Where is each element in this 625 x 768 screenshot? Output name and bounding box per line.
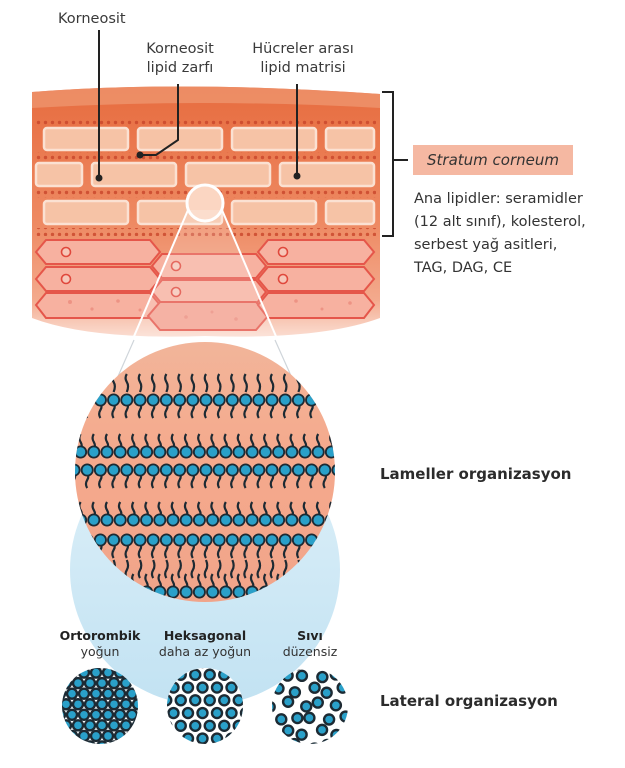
stratum-bracket (382, 92, 408, 236)
lipids-line3: serbest yağ asitleri, (414, 234, 586, 257)
label-envelope: Korneosit lipid zarfı (133, 40, 227, 78)
phase-hexagonal: Heksagonal daha az yoğun (148, 628, 262, 660)
phase-hexagonal-name: Heksagonal (148, 628, 262, 644)
lateral-circles (49, 654, 359, 754)
main-lipids-text: Ana lipidler: seramidler (12 alt sınıf),… (414, 188, 586, 280)
phase-orthorhombic-name: Ortorombik (48, 628, 152, 644)
phase-liquid-desc: düzensiz (283, 644, 338, 659)
label-matrix-line1: Hücreler arası (244, 40, 362, 59)
phase-liquid-name: Sıvı (268, 628, 352, 644)
label-envelope-line2: lipid zarfı (133, 59, 227, 78)
lipids-line2: (12 alt sınıf), kolesterol, (414, 211, 586, 234)
lipids-line4: TAG, DAG, CE (414, 257, 586, 280)
phase-liquid: Sıvı düzensiz (268, 628, 352, 660)
label-matrix: Hücreler arası lipid matrisi (244, 40, 362, 78)
label-envelope-line1: Korneosit (133, 40, 227, 59)
stratum-corneum-label: Stratum corneum (413, 145, 573, 175)
stratum-corneum-text: Stratum corneum (413, 145, 573, 175)
lipids-line1: Ana lipidler: seramidler (414, 188, 586, 211)
phase-orthorhombic: Ortorombik yoğun (48, 628, 152, 660)
phase-hexagonal-desc: daha az yoğun (159, 644, 251, 659)
phase-orthorhombic-desc: yoğun (81, 644, 120, 659)
label-corneocyte: Korneosit (58, 10, 126, 29)
label-lateral: Lateral organizasyon (380, 692, 558, 710)
label-lamellar: Lameller organizasyon (380, 465, 571, 483)
label-matrix-line2: lipid matrisi (244, 59, 362, 78)
